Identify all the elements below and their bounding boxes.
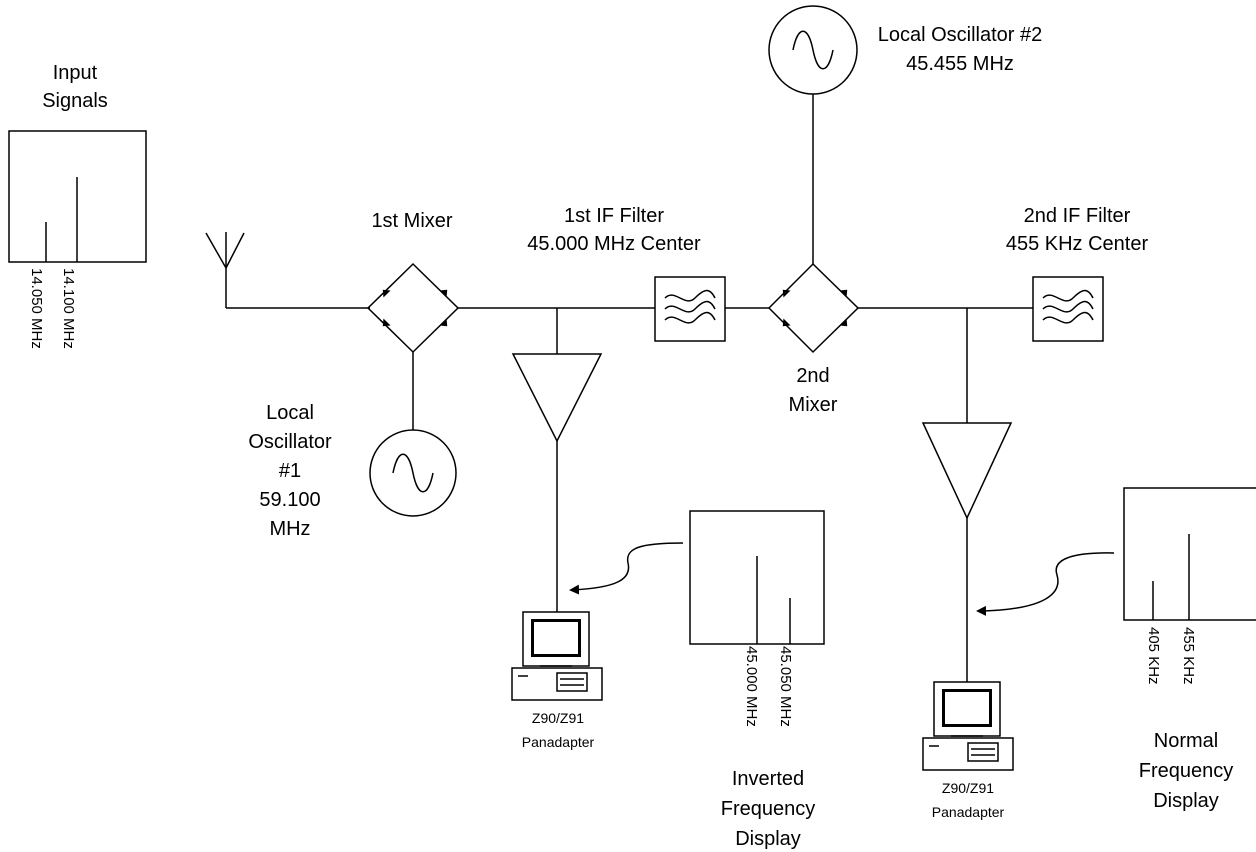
arrow-display-to-pan1 <box>569 542 684 595</box>
mixer1-label: 1st Mixer <box>371 210 452 232</box>
mixer2-label-line2: Mixer <box>789 394 838 416</box>
pan2-display-freq-1: 405 KHz <box>1145 627 1162 685</box>
lo1-label-line1: Local <box>266 402 314 424</box>
pan1-display-freq-1: 45.000 MHz <box>743 646 760 727</box>
pan1-label-line1: Z90/Z91 <box>532 710 584 726</box>
pan1-label-line2: Panadapter <box>522 734 595 750</box>
pan1-display-freq-2: 45.050 MHz <box>777 646 794 727</box>
lo1-oscillator-icon <box>369 429 457 517</box>
pan1-display-label-line2: Frequency <box>721 798 816 820</box>
computer-icon-pan2 <box>922 681 1014 771</box>
if1-filter-icon <box>654 276 726 342</box>
lo1-label-line2: Oscillator <box>248 431 332 453</box>
input-title-line2: Signals <box>42 90 108 112</box>
computer-icon-pan1 <box>511 611 603 701</box>
lo1-label-line3: #1 <box>279 460 301 482</box>
if2-filter-icon <box>1032 276 1104 342</box>
amp2-triangle-icon <box>921 422 1013 520</box>
lo1-label-line4: 59.100 <box>259 489 320 511</box>
pan2-label-line1: Z90/Z91 <box>942 780 994 796</box>
if1-label-line2: 45.000 MHz Center <box>527 233 701 255</box>
lo1-label-line5: MHz <box>269 518 310 540</box>
antenna-icon <box>205 232 245 308</box>
if2-label-line2: 455 KHz Center <box>1006 233 1149 255</box>
mixer1-icon <box>366 262 460 354</box>
lo2-label-line1: Local Oscillator #2 <box>878 24 1043 46</box>
mixer2-icon <box>767 262 860 354</box>
pan2-display-label-line3: Display <box>1153 790 1219 812</box>
pan2-label-line2: Panadapter <box>932 804 1005 820</box>
mixer2-label-line1: 2nd <box>796 365 829 387</box>
pan2-display-freq-2: 455 KHz <box>1180 627 1197 685</box>
pan1-display-label-line3: Display <box>735 828 801 850</box>
lo2-oscillator-icon <box>768 5 858 95</box>
input-freq-2: 14.100 MHz <box>60 268 77 349</box>
pan2-display-label-line1: Normal <box>1154 730 1218 752</box>
lo2-label-line2: 45.455 MHz <box>906 53 1014 75</box>
if2-label-line1: 2nd IF Filter <box>1024 205 1131 227</box>
amp1-triangle-icon <box>511 353 603 443</box>
input-freq-1: 14.050 MHz <box>28 268 45 349</box>
if1-label-line1: 1st IF Filter <box>564 205 664 227</box>
arrow-display-to-pan2 <box>976 552 1115 616</box>
pan2-display-label-line2: Frequency <box>1139 760 1234 782</box>
input-title-line1: Input <box>53 62 98 84</box>
pan1-display-label-line1: Inverted <box>732 768 804 790</box>
pan2-display-box <box>1123 487 1256 621</box>
